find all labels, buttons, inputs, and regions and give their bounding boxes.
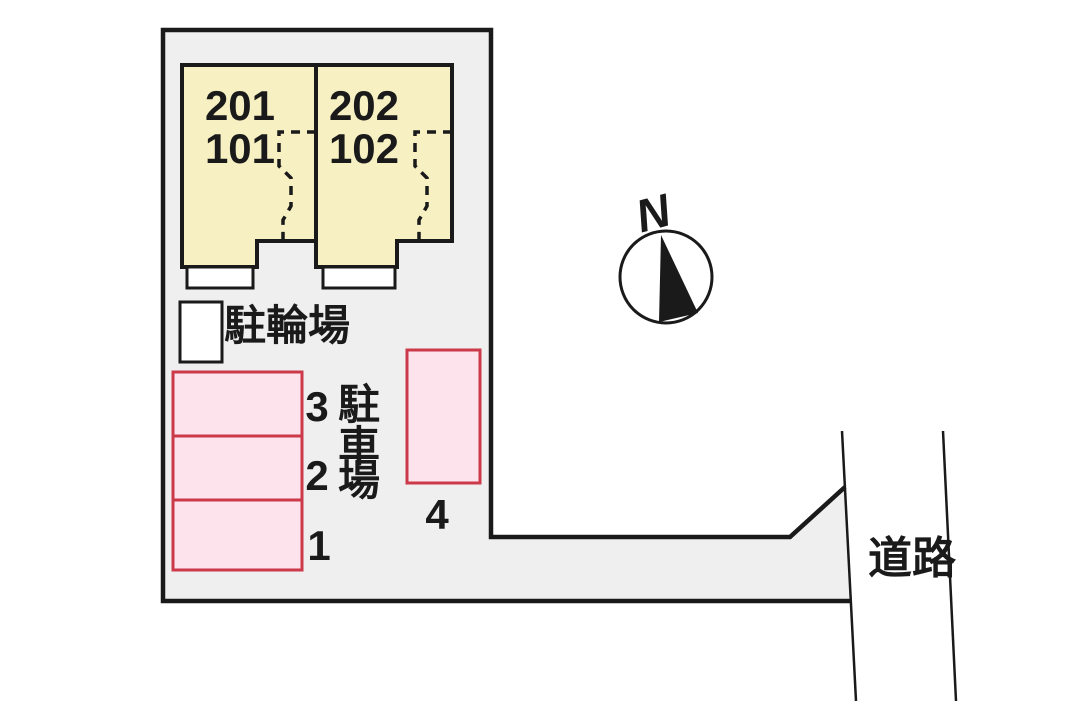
unit-202-entrance-porch xyxy=(321,265,397,290)
parking-space-1-label: 1 xyxy=(307,522,330,569)
unit-201-label: 201 xyxy=(205,82,275,129)
car-parking-label-char-1: 駐 xyxy=(338,381,380,428)
building: 201 101 202 102 xyxy=(180,63,454,290)
car-parking-label-char-3: 場 xyxy=(338,457,380,504)
road: 道路 xyxy=(840,430,958,702)
compass-needle-icon xyxy=(659,235,698,322)
road-edge-right xyxy=(941,430,958,702)
building-unit-202-102 xyxy=(314,63,454,269)
road-label: 道路 xyxy=(868,534,957,583)
parking-space-2 xyxy=(171,434,304,502)
bicycle-parking-label: 駐輪場 xyxy=(224,302,350,349)
unit-101-label: 101 xyxy=(205,125,275,172)
parking-space-4 xyxy=(405,348,482,485)
parking-space-2-label: 2 xyxy=(305,452,328,499)
parking-space-3-label: 3 xyxy=(305,383,328,430)
car-parking: 3 2 1 4 駐 車 場 xyxy=(171,348,482,572)
unit-202-label: 202 xyxy=(329,82,399,129)
car-parking-label: 駐 車 場 xyxy=(338,381,380,504)
unit-201-overhang-dashed-outline xyxy=(277,130,316,241)
bicycle-parking-area xyxy=(178,300,224,364)
unit-102-label: 102 xyxy=(329,125,399,172)
compass: N xyxy=(618,183,714,325)
bicycle-parking: 駐輪場 xyxy=(178,300,350,364)
unit-201-entrance-porch xyxy=(185,265,255,290)
road-edge-left xyxy=(840,430,858,702)
parking-space-1 xyxy=(171,498,304,572)
unit-202-overhang-dashed-outline xyxy=(413,130,452,241)
parking-space-3 xyxy=(171,370,304,438)
parking-space-4-label: 4 xyxy=(425,491,449,538)
property-boundary xyxy=(160,27,852,604)
car-parking-label-char-2: 車 xyxy=(338,423,380,470)
